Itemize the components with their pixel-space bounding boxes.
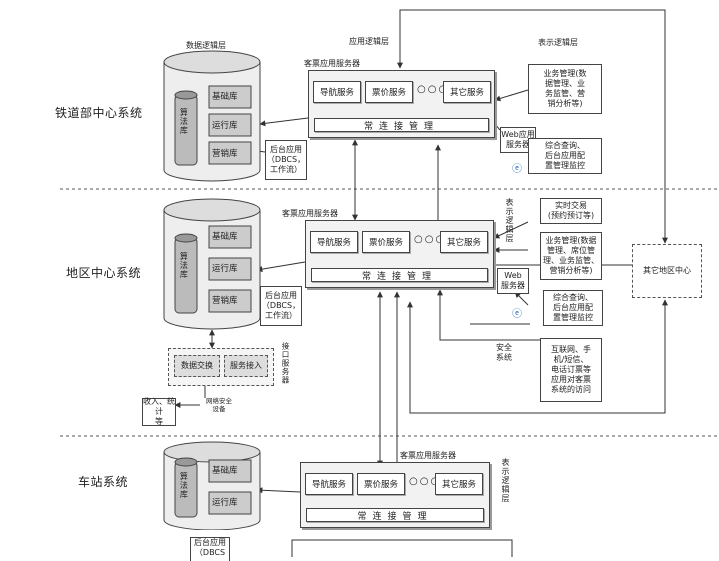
loop-top [397,9,668,244]
regional-connection-mgmt: 常连接管理 [311,268,488,282]
railway-query-monitor: 综合查询、后台应用配置管理监控 [528,138,602,174]
service-access: 服务接入 [224,355,268,377]
regional-business-mgmt: 业务管理(数据管理、席位管理、业务监管、营销分析等) [540,232,602,280]
regional-backend-app: 后台应用（DBCS，工作流） [260,286,302,326]
station-fare-service: 票价服务 [357,473,405,495]
regional-algo-db-label: 算法库 [179,252,189,279]
other-region-center: 其它地区中心 [632,244,702,298]
railway-connection-mgmt: 常连接管理 [314,118,489,132]
railway-more-services: ○○○ [417,84,450,95]
internet-access: 互联网、手机/短信、电话订票等应用对客票系统的访问 [540,338,602,402]
railway-server-title: 客票应用服务器 [304,59,360,68]
station-connection-mgmt: 常连接管理 [306,508,484,522]
railway-run-db-label: 运行库 [212,121,238,131]
station-algo-db-label: 算法库 [179,472,189,499]
station-server-title: 客票应用服务器 [400,451,456,460]
regional-system-label: 地区中心系统 [66,266,142,280]
security-system: 安全系统 [496,343,512,363]
station-db-cylinder [163,441,261,530]
regional-realtime-trade: 实时交易(预约预订等) [540,198,602,224]
railway-fare-service: 票价服务 [365,81,413,103]
station-basic-db-label: 基础库 [212,466,238,476]
regional-pres-layer-label: 表示逻辑层 [505,198,514,243]
data-exchange: 数据交换 [174,355,220,377]
regional-browser-icon: ⓔ [512,309,522,320]
income-statistics: 收入、统计等 [142,397,176,426]
regional-basic-db-label: 基础库 [212,232,238,242]
loop-bottom [407,299,668,414]
interface-server-label: 接口服务器 [281,342,290,385]
regional-other-service: 其它服务 [440,231,488,253]
regional-fare-service: 票价服务 [362,231,410,253]
regional-sales-db-label: 营销库 [212,296,238,306]
data-logic-layer-label: 数据逻辑层 [186,41,226,50]
station-run-db-label: 运行库 [212,498,238,508]
station-backend-app: 后台应用（DBCS [190,537,230,561]
railway-sales-db-label: 营销库 [212,149,238,159]
railway-app-server: 导航服务 票价服务 ○○○ 其它服务 常连接管理 [308,70,495,138]
station-app-server: 导航服务 票价服务 ○○○ 其它服务 常连接管理 [300,462,490,528]
regional-app-server: 导航服务 票价服务 ○○○ 其它服务 常连接管理 [305,220,494,288]
railway-business-mgmt: 业务管理(数据管理、业务监管、营销分析等) [528,64,602,114]
railway-db-cylinder [163,50,261,182]
pres-logic-layer-label: 表示逻辑层 [538,38,578,47]
railway-algo-db-label: 算法库 [179,108,189,135]
station-more-services: ○○○ [409,476,442,487]
regional-db-cylinder [163,198,261,330]
railway-other-service: 其它服务 [443,81,491,103]
regional-nav-service: 导航服务 [310,231,358,253]
railway-nav-service: 导航服务 [313,81,361,103]
railway-backend-app: 后台应用（DBCS，工作流） [265,140,307,180]
station-nav-service: 导航服务 [305,473,353,495]
regional-query-monitor: 综合查询、后台应用配置管理监控 [543,290,603,326]
browser-icon: ⓔ [512,164,522,175]
network-security-device: 网络安全设备 [206,397,232,413]
railway-basic-db-label: 基础库 [212,92,238,102]
regional-run-db-label: 运行库 [212,264,238,274]
station-other-service: 其它服务 [435,473,483,495]
app-logic-layer-label: 应用逻辑层 [349,37,389,46]
station-system-label: 车站系统 [78,475,129,489]
regional-server-title: 客票应用服务器 [282,209,338,218]
station-pres-layer-label: 表示逻辑层 [501,458,510,503]
regional-more-services: ○○○ [414,234,447,245]
railway-system-label: 铁道部中心系统 [55,106,143,120]
